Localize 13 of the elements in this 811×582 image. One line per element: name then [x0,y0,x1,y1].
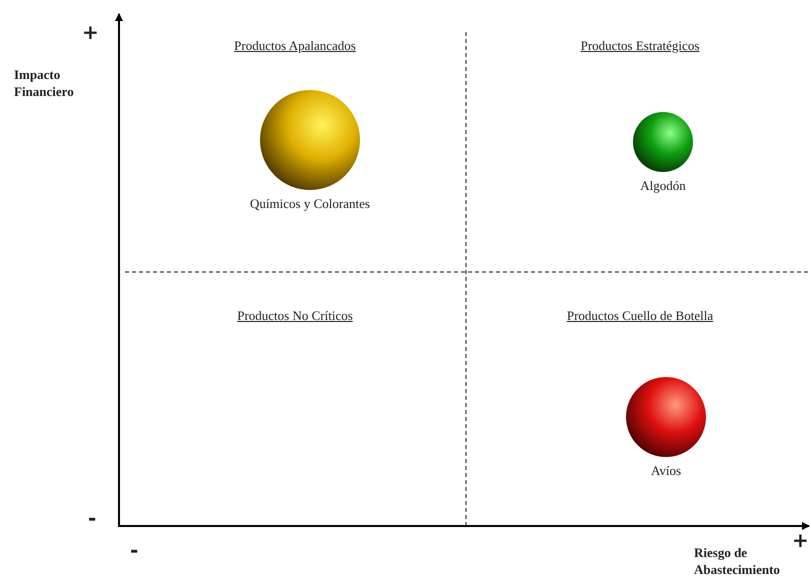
plus-sign: + [792,530,809,550]
minus-sign: - [130,540,138,560]
item-label: Algodón [640,178,686,194]
item-label: Avíos [650,463,682,479]
quadrant-title: Productos Apalancados [234,38,356,53]
minus-sign: - [88,508,96,528]
axis-label: Impacto Financiero [14,66,75,100]
plus-sign: + [82,22,99,42]
item-label: Químicos y Colorantes [250,196,370,212]
axis-label: Riesgo de Abastecimiento [694,544,781,578]
quadrant-title: Productos Estratégicos [580,38,700,53]
quadrant-title: Productos Cuello de Botella [566,308,714,323]
quadrant-title: Productos No Críticos [237,308,353,323]
